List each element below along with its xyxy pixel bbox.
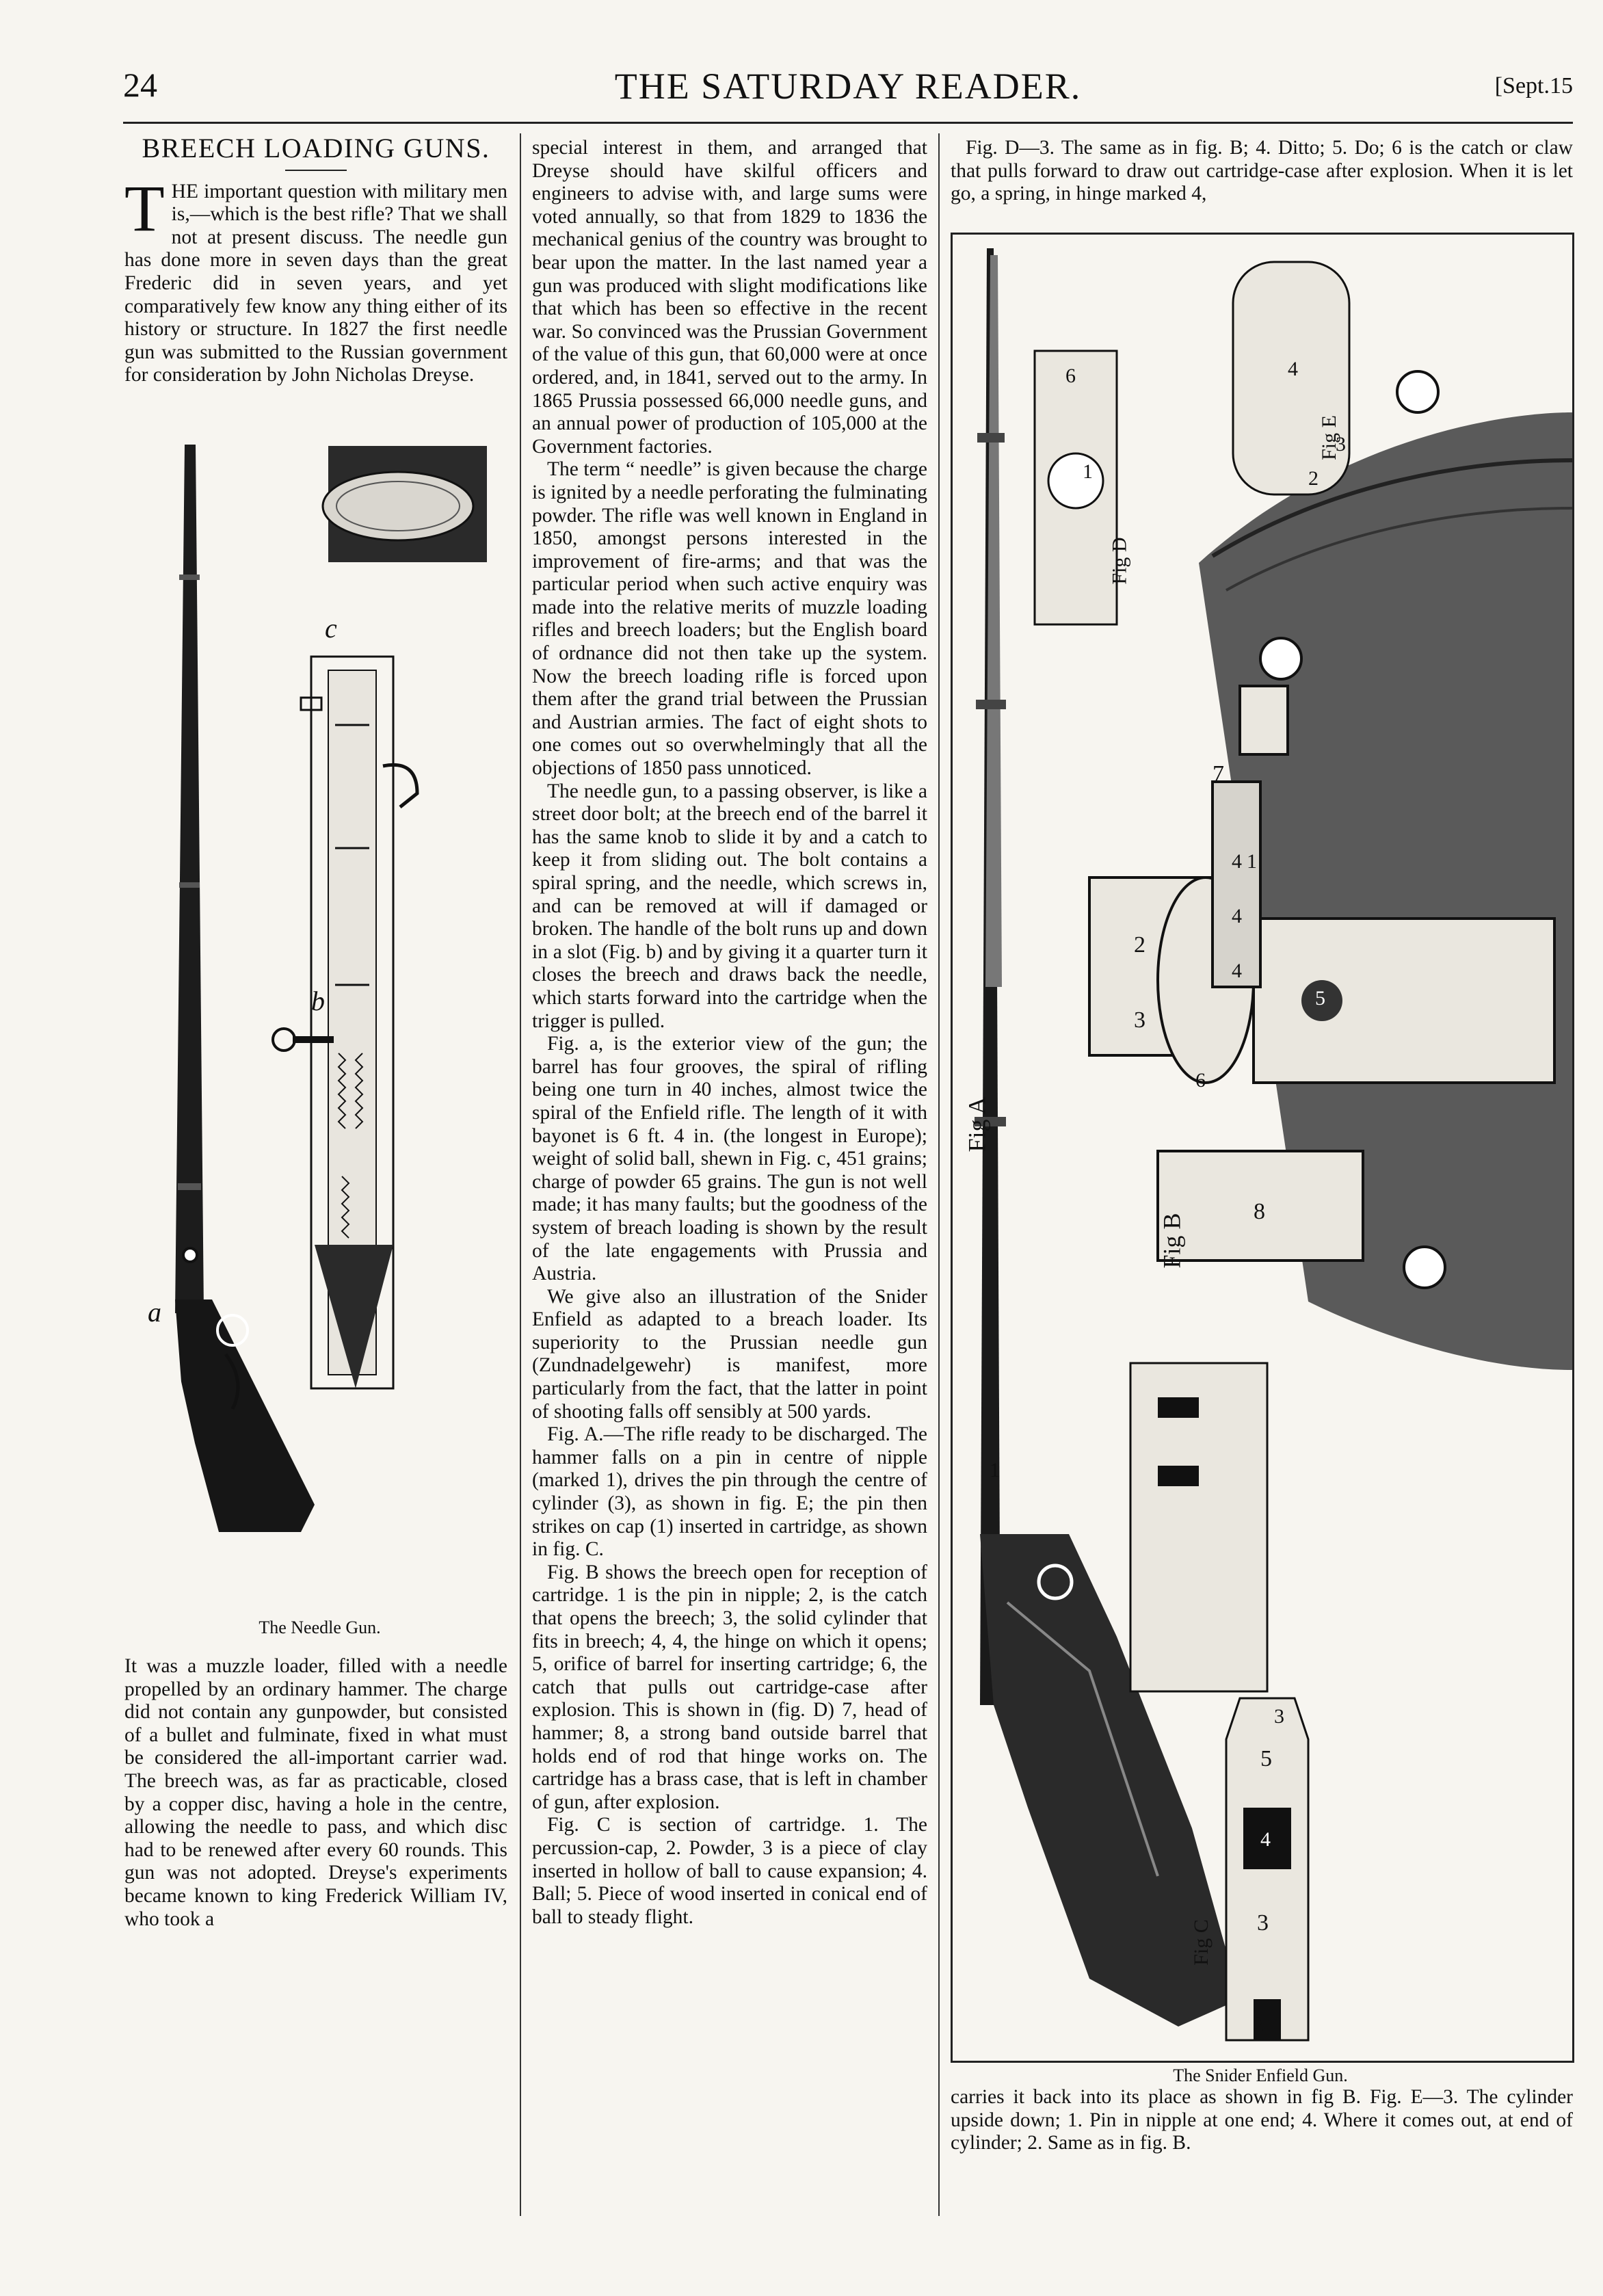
col3-top-paragraph: Fig. D—3. The same as in fig. B; 4. Ditt…	[951, 137, 1573, 205]
needle-gun-figure: c b a	[130, 438, 509, 1614]
col3-bottom-paragraph: carries it back into its place as shown …	[951, 2086, 1573, 2154]
part-number: 3	[1274, 1705, 1284, 1728]
article-title: BREECH LOADING GUNS.	[142, 133, 490, 163]
page-header: 24 THE SATURDAY READER. [Sept.15	[123, 65, 1573, 127]
snider-enfield-illustration	[975, 248, 1573, 2042]
col2-paragraph-5: We give also an illustration of the Snid…	[532, 1285, 927, 1423]
label-a: a	[148, 1297, 161, 1328]
intro-text: HE important question with military men …	[124, 180, 507, 386]
needle-gun-caption: The Needle Gun.	[259, 1618, 381, 1637]
part-number: 6	[1195, 1069, 1206, 1092]
needle-gun-illustration	[175, 445, 487, 1532]
part-number: 5	[1315, 987, 1325, 1010]
snider-caption: The Snider Enfield Gun.	[1173, 2066, 1348, 2085]
column-divider-1	[520, 133, 521, 2216]
col2-paragraph-7: Fig. B shows the breech open for recepti…	[532, 1561, 927, 1813]
col2-paragraph-8: Fig. C is section of cartridge. 1. The p…	[532, 1814, 927, 1928]
part-number: 5	[1260, 1746, 1272, 1771]
column-3: Fig. D—3. The same as in fig. B; 4. Ditt…	[951, 137, 1573, 206]
part-number: 7	[1213, 761, 1224, 787]
col2-paragraph-4: Fig. a, is the exterior view of the gun;…	[532, 1033, 927, 1285]
part-number: 3	[1336, 433, 1346, 456]
part-number: 8	[1254, 1199, 1265, 1224]
part-number: 4	[1260, 1828, 1271, 1851]
label-c: c	[325, 613, 337, 644]
part-number: 1	[990, 1459, 1000, 1481]
title-rule	[285, 169, 347, 171]
part-number: 1	[1083, 460, 1093, 483]
part-number: 2	[1308, 467, 1319, 490]
drop-cap: T	[124, 171, 165, 245]
fig-b-label: Fig B	[1158, 1213, 1186, 1269]
column-divider-2	[938, 133, 940, 2216]
part-number: 4	[1232, 850, 1242, 873]
column-1-continued: It was a muzzle loader, filled with a ne…	[124, 1655, 507, 1931]
part-number: 4	[1232, 960, 1242, 982]
part-number: 4	[1288, 358, 1298, 380]
col2-paragraph-3: The needle gun, to a passing observer, i…	[532, 780, 927, 1032]
masthead: THE SATURDAY READER.	[614, 66, 1082, 107]
header-rule	[123, 122, 1573, 124]
col2-paragraph-2: The term “ needle” is given because the …	[532, 458, 927, 780]
col2-paragraph-1: special interest in them, and arranged t…	[532, 137, 927, 458]
snider-enfield-figure: Fig E Fig D Fig A Fig B Fig C 1 2 3 4 4 …	[953, 235, 1573, 2061]
part-number: 6	[1065, 365, 1076, 387]
column-3-continued: carries it back into its place as shown …	[951, 2086, 1573, 2155]
part-number: 3	[1257, 1910, 1269, 1936]
part-number: 2	[1254, 2013, 1264, 2035]
fig-d-label: Fig D	[1108, 537, 1131, 585]
column-2: special interest in them, and arranged t…	[532, 137, 927, 1929]
col1-bottom-paragraph: It was a muzzle loader, filled with a ne…	[124, 1655, 507, 1930]
part-number: 2	[1134, 932, 1145, 958]
label-b: b	[311, 986, 325, 1016]
fig-c-label: Fig C	[1189, 1919, 1213, 1966]
page-number: 24	[123, 66, 157, 104]
part-number: 3	[1134, 1007, 1145, 1033]
snider-figure-frame	[951, 233, 1574, 2063]
fig-a-label: Fig A	[963, 1096, 991, 1152]
col2-paragraph-6: Fig. A.—The rifle ready to be discharged…	[532, 1423, 927, 1561]
part-number: 4	[1232, 905, 1242, 927]
part-number: 1	[1247, 850, 1257, 873]
issue-date: [Sept.15	[1494, 73, 1573, 98]
